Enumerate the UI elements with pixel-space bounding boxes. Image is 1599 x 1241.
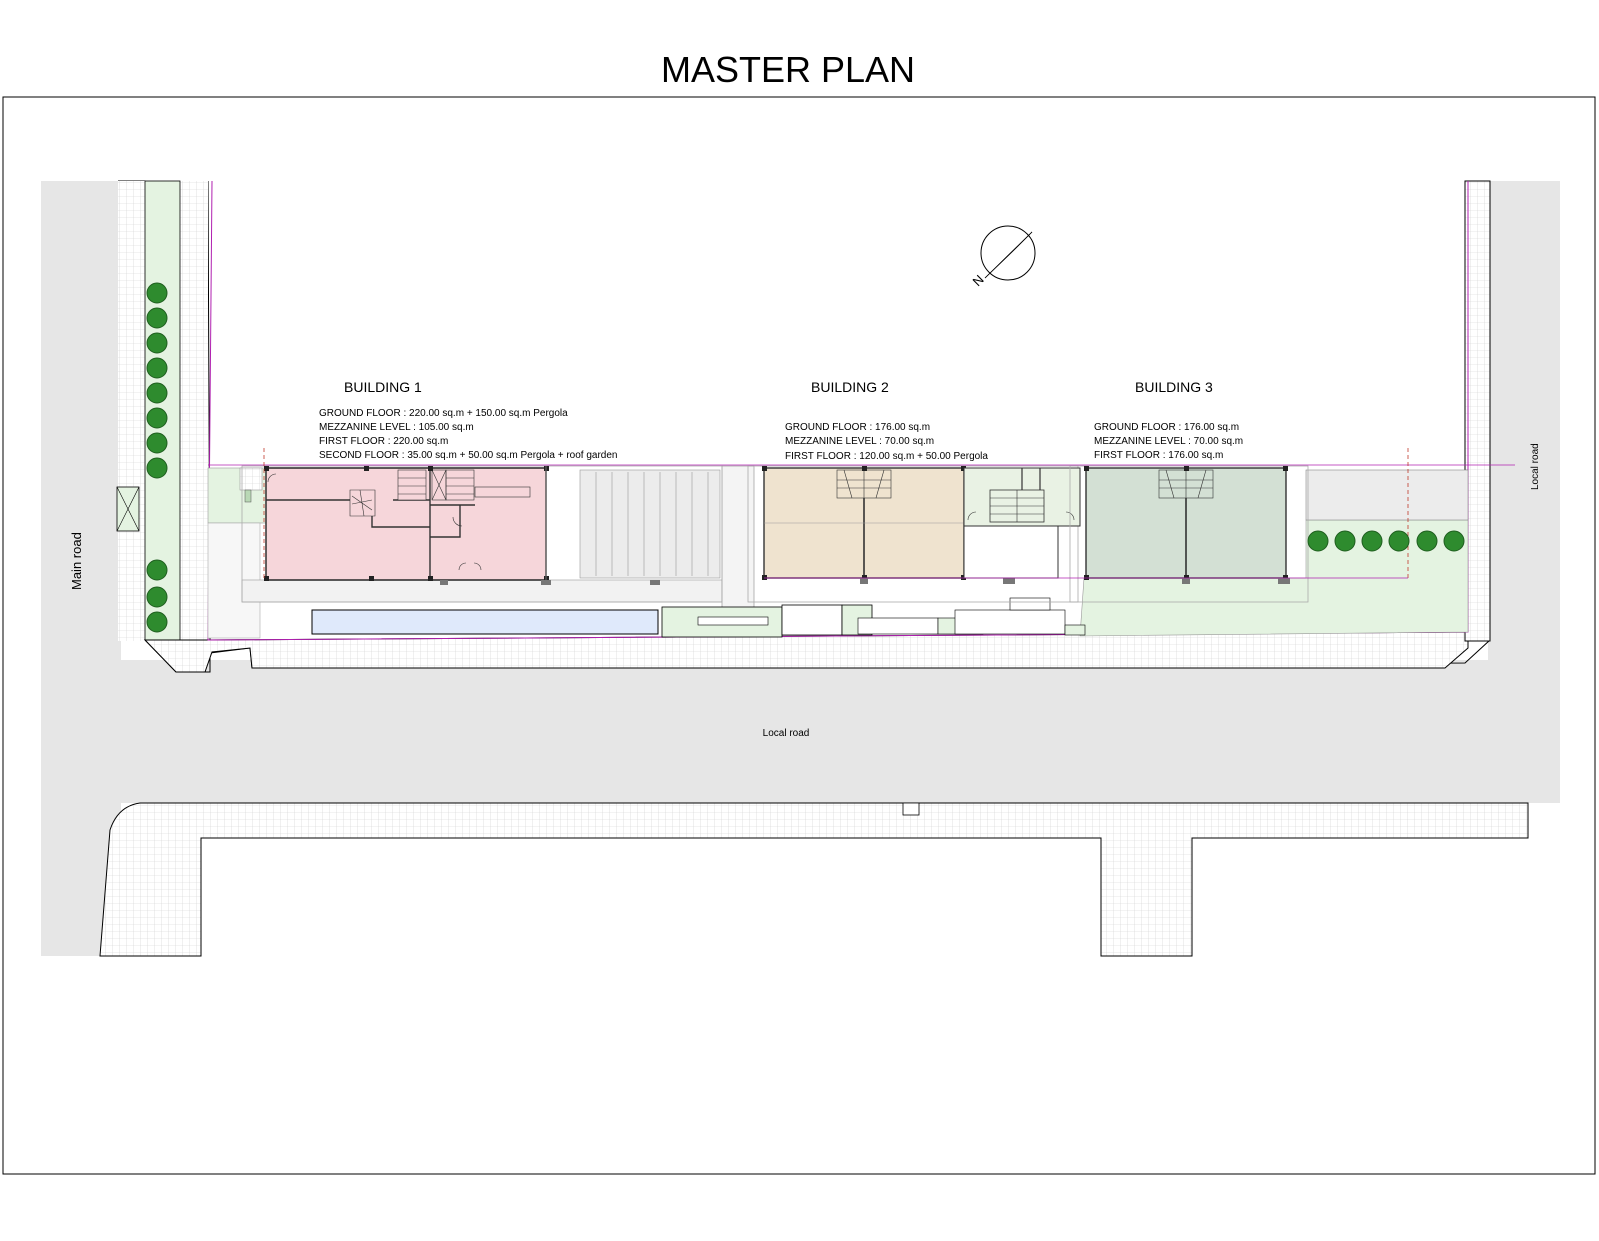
local-road-label-right: Local road bbox=[1530, 443, 1541, 490]
tree-icon bbox=[146, 586, 168, 608]
tree-icon bbox=[146, 611, 168, 633]
north-arrow-circle bbox=[980, 225, 1036, 281]
sidewalks bbox=[99, 180, 1529, 957]
tree-icon bbox=[1334, 530, 1356, 552]
north-arrow: N bbox=[970, 225, 1036, 289]
tree-icon bbox=[146, 332, 168, 354]
building-1-title: BUILDING 1 bbox=[344, 379, 422, 395]
building-2-title: BUILDING 2 bbox=[811, 379, 889, 395]
tree-icon bbox=[1388, 530, 1410, 552]
tree-icon bbox=[1443, 530, 1465, 552]
local-road-bottom bbox=[41, 660, 1560, 803]
building-1-spec-line: GROUND FLOOR : 220.00 sq.m + 150.00 sq.m… bbox=[319, 408, 568, 419]
main-road-label: Main road bbox=[69, 532, 84, 590]
north-label: N bbox=[970, 272, 987, 289]
tree-icon bbox=[146, 432, 168, 454]
building-1-spec-line: FIRST FLOOR : 220.00 sq.m bbox=[319, 436, 448, 447]
local-road-right bbox=[1488, 181, 1560, 803]
building-3-label: BUILDING 3 GROUND FLOOR : 176.00 sq.m ME… bbox=[1094, 379, 1243, 461]
road-lower-left bbox=[41, 803, 103, 956]
tree-icon bbox=[1361, 530, 1383, 552]
parking-right bbox=[1305, 469, 1469, 521]
tree-icon bbox=[146, 457, 168, 479]
building-3-title: BUILDING 3 bbox=[1135, 379, 1213, 395]
building-1-plan bbox=[241, 465, 723, 603]
building-3-spec-line: FIRST FLOOR : 176.00 sq.m bbox=[1094, 450, 1223, 461]
building-2-spec-line: GROUND FLOOR : 176.00 sq.m bbox=[785, 422, 930, 433]
building-1-spec-line: MEZZANINE LEVEL : 105.00 sq.m bbox=[319, 422, 474, 433]
building-1-pergola bbox=[579, 469, 721, 579]
plot-boundary bbox=[207, 180, 1469, 641]
tree-icon bbox=[146, 357, 168, 379]
page-title: MASTER PLAN bbox=[661, 49, 915, 90]
building-2-spec-line: MEZZANINE LEVEL : 70.00 sq.m bbox=[785, 436, 934, 447]
building-2-plan bbox=[747, 465, 1081, 603]
tree-icon bbox=[146, 407, 168, 429]
building-2-spec-line: FIRST FLOOR : 120.00 sq.m + 50.00 Pergol… bbox=[785, 451, 988, 462]
tree-icon bbox=[146, 282, 168, 304]
roads bbox=[41, 181, 1560, 956]
sidewalk-plot-front bbox=[143, 631, 1469, 673]
building-1-spec-line: SECOND FLOOR : 35.00 sq.m + 50.00 sq.m P… bbox=[319, 450, 617, 461]
tree-icon bbox=[146, 307, 168, 329]
tree-icon bbox=[1416, 530, 1438, 552]
building-3-spec-line: GROUND FLOOR : 176.00 sq.m bbox=[1094, 422, 1239, 433]
trees-left-strip bbox=[146, 282, 168, 633]
building-2-label: BUILDING 2 GROUND FLOOR : 176.00 sq.m ME… bbox=[785, 379, 988, 462]
building-3-plan bbox=[1069, 465, 1309, 603]
tree-icon bbox=[146, 559, 168, 581]
tree-icon bbox=[1307, 530, 1329, 552]
trees-right-row bbox=[1307, 530, 1465, 552]
drawing-frame bbox=[2, 96, 1596, 1175]
building-1-label: BUILDING 1 GROUND FLOOR : 220.00 sq.m + … bbox=[319, 379, 617, 461]
tree-icon bbox=[146, 382, 168, 404]
building-3-spec-line: MEZZANINE LEVEL : 70.00 sq.m bbox=[1094, 436, 1243, 447]
local-road-label-bottom: Local road bbox=[763, 728, 810, 739]
swimming-pool bbox=[311, 609, 659, 635]
sidewalk-lower bbox=[99, 802, 1529, 957]
sidewalk-right bbox=[1464, 180, 1491, 642]
